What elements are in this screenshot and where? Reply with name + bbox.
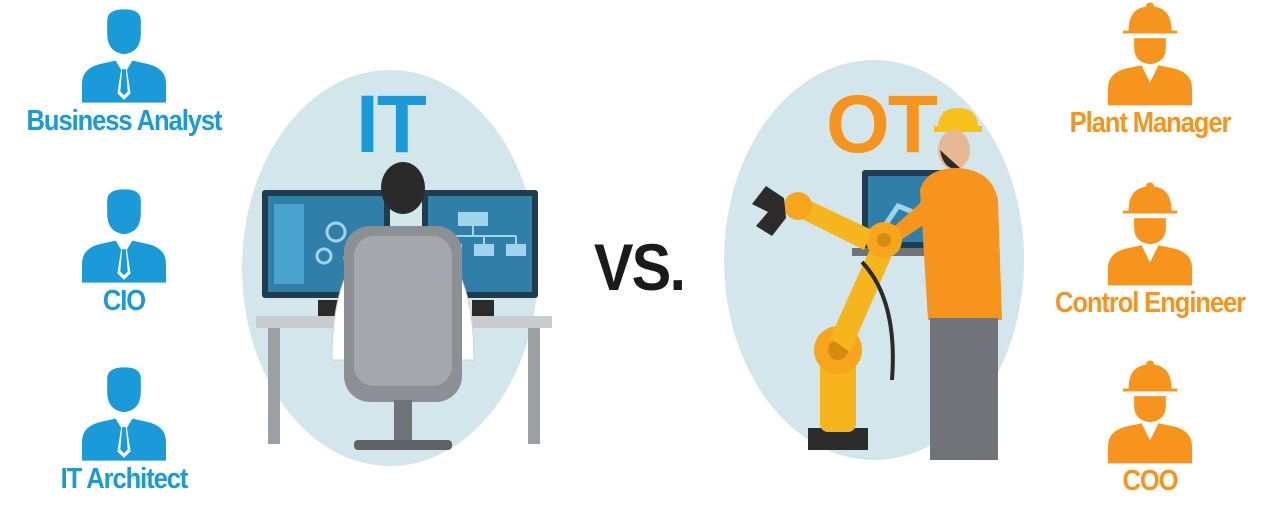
vs-separator: VS. (593, 230, 686, 304)
it-title: IT (356, 79, 427, 170)
role-label: COO (1122, 465, 1179, 497)
ot-scene-illustration: OT (724, 60, 1024, 460)
hardhat-worker-icon (1108, 182, 1192, 286)
role-label: Plant Manager (1069, 107, 1232, 139)
businessman-icon (82, 188, 166, 284)
it-role-it-architect: IT Architect (0, 366, 254, 496)
it-role-business-analyst: Business Analyst (0, 8, 254, 138)
businessman-icon (82, 8, 166, 104)
ot-role-control-engineer: Control Engineer (1020, 182, 1273, 320)
role-label: CIO (102, 285, 146, 317)
ot-title: OT (826, 79, 938, 170)
role-label: Business Analyst (26, 105, 223, 137)
it-role-cio: CIO (0, 188, 254, 318)
hardhat-worker-icon (1108, 2, 1192, 106)
ot-role-coo: COO (1020, 360, 1273, 498)
role-label: Control Engineer (1054, 287, 1246, 319)
it-scene-illustration: IT (242, 70, 552, 466)
robot-arm (752, 186, 902, 450)
role-label: IT Architect (60, 463, 189, 495)
ot-role-plant-manager: Plant Manager (1020, 2, 1273, 140)
hardhat-worker-icon (1108, 360, 1192, 464)
businessman-icon (82, 366, 166, 462)
